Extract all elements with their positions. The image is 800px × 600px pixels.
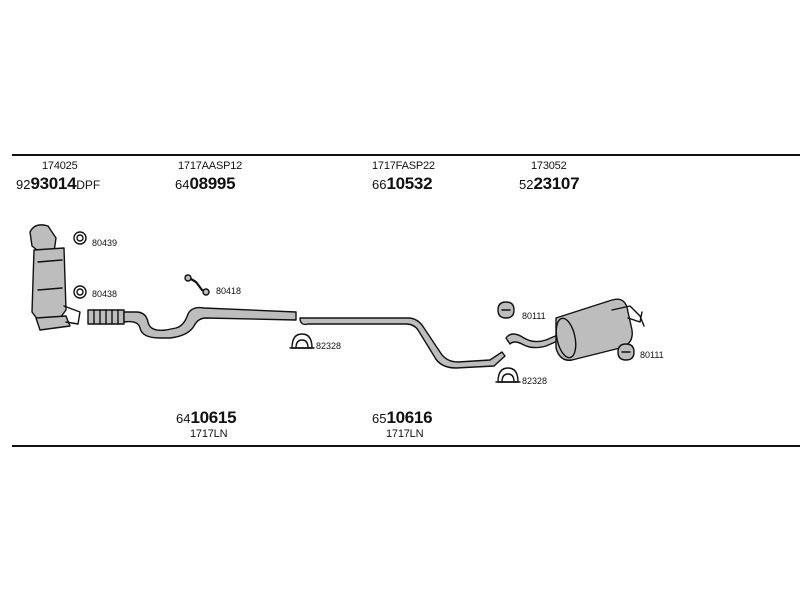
- flex-joint-icon[interactable]: [87, 309, 125, 325]
- part-main-number: 10532: [386, 174, 433, 193]
- dpf-filter-icon[interactable]: [29, 224, 81, 331]
- part-number-gasket-front[interactable]: 6410615: [176, 408, 237, 428]
- part-number-middle-pipe[interactable]: 6610532: [372, 174, 433, 194]
- part-prefix: 52: [519, 177, 534, 192]
- part-main-number: 23107: [533, 174, 580, 193]
- part-prefix: 64: [175, 177, 190, 192]
- clamp-82328-rear-icon[interactable]: [495, 367, 521, 383]
- part-ref-front-pipe: 1717AASP12: [178, 160, 243, 172]
- front-pipe-icon[interactable]: [123, 306, 297, 339]
- clamp-label-80439: 80439: [92, 238, 118, 248]
- part-ref-middle-pipe: 1717FASP22: [372, 160, 435, 172]
- middle-pipe-icon[interactable]: [299, 317, 506, 369]
- clamp-80438-icon[interactable]: [73, 285, 87, 299]
- part-number-front-pipe[interactable]: 6408995: [175, 174, 236, 194]
- part-prefix: 66: [372, 177, 387, 192]
- hanger-80418-icon[interactable]: [184, 274, 210, 296]
- part-main-number: 93014: [30, 174, 77, 193]
- clamp-80439-icon[interactable]: [73, 231, 87, 245]
- clamp-label-80418: 80418: [216, 286, 242, 296]
- clamp-label-80438: 80438: [92, 289, 118, 299]
- clamp-label-82328-rear: 82328: [522, 376, 548, 386]
- part-prefix: 64: [176, 411, 191, 426]
- clamp-label-80111-top: 80111: [522, 311, 546, 321]
- part-ref-gasket-front: 1717LN: [190, 428, 228, 440]
- part-ref-dpf: 174025: [42, 160, 78, 172]
- part-number-dpf[interactable]: 9293014DPF: [16, 174, 100, 194]
- clamp-80111-top-icon[interactable]: [497, 301, 515, 319]
- clamp-label-82328-front: 82328: [316, 341, 342, 351]
- clamp-80111-rear-icon[interactable]: [617, 343, 635, 361]
- bottom-divider-line: [12, 445, 800, 447]
- part-suffix: DPF: [76, 178, 101, 192]
- part-main-number: 10616: [386, 408, 433, 427]
- rear-silencer-icon[interactable]: [505, 298, 645, 361]
- part-number-gasket-rear[interactable]: 6510616: [372, 408, 433, 428]
- clamp-label-80111-rear: 80111: [640, 350, 664, 360]
- top-divider-line: [12, 154, 800, 156]
- part-ref-gasket-rear: 1717LN: [386, 428, 424, 440]
- part-prefix: 92: [16, 177, 31, 192]
- part-number-rear-silencer[interactable]: 5223107: [519, 174, 580, 194]
- clamp-82328-front-icon[interactable]: [289, 333, 315, 349]
- part-main-number: 08995: [189, 174, 236, 193]
- part-prefix: 65: [372, 411, 387, 426]
- part-main-number: 10615: [190, 408, 237, 427]
- part-ref-rear-silencer: 173052: [531, 160, 567, 172]
